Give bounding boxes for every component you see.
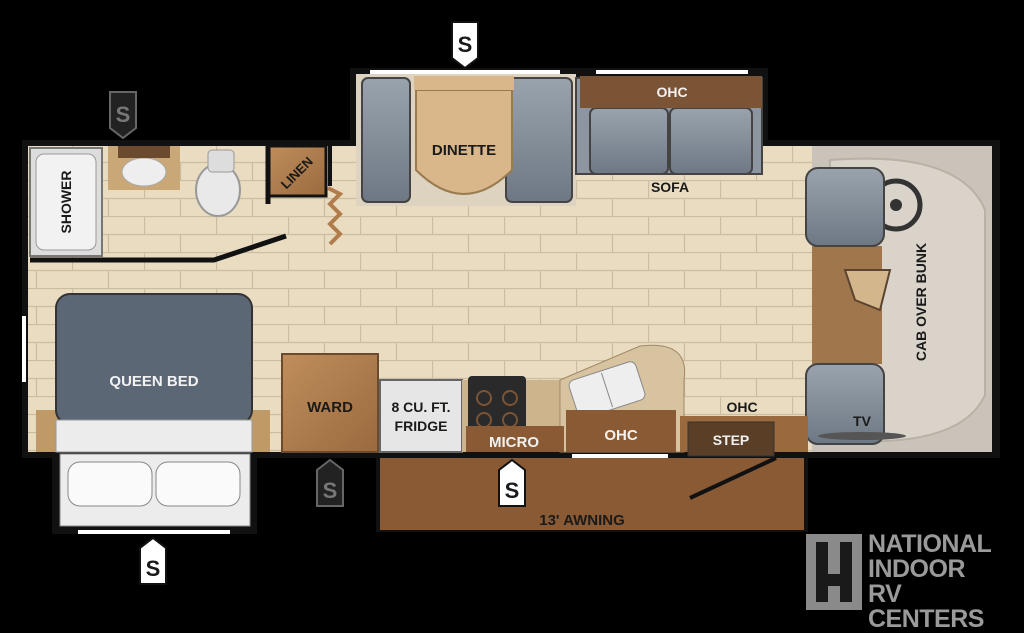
awning-label: 13' AWNING xyxy=(539,512,625,529)
svg-text:S: S xyxy=(505,478,520,503)
galley-sink-icon xyxy=(568,361,646,419)
national-indoor-rv-centers-logo: NATIONAL INDOOR RV CENTERS xyxy=(806,532,1016,632)
shower-label: SHOWER xyxy=(58,171,74,234)
slide-marker-bed: S xyxy=(139,536,167,585)
awning: 13' AWNING xyxy=(380,456,804,530)
dinette: DINETTE xyxy=(356,70,576,206)
fridge-label-2: FRIDGE xyxy=(395,418,448,434)
dinette-label: DINETTE xyxy=(432,142,496,159)
fridge-label-1: 8 CU. FT. xyxy=(391,399,450,415)
ohc-top-label: OHC xyxy=(656,84,687,100)
ohc-galley-label: OHC xyxy=(604,427,638,444)
queen-bed-label: QUEEN BED xyxy=(109,373,198,390)
logo-text: NATIONAL INDOOR RV CENTERS xyxy=(868,532,1016,632)
sofa-label: SOFA xyxy=(651,179,689,195)
ward-label: WARD xyxy=(307,399,353,416)
slide-marker-ward: S xyxy=(316,458,344,507)
ohc-top xyxy=(580,76,762,108)
sofa: OHC SOFA xyxy=(575,70,763,195)
pillow-right xyxy=(155,461,241,507)
entry-step xyxy=(687,421,775,457)
sink-icon xyxy=(121,157,167,187)
svg-text:S: S xyxy=(146,556,161,581)
bedroom: QUEEN BED xyxy=(22,293,270,534)
ohc-right-label: OHC xyxy=(726,399,757,415)
cab-area: TV CAB OVER BUNK xyxy=(805,146,992,452)
micro-label: MICRO xyxy=(489,434,539,451)
galley: WARD 8 CU. FT. FRIDGE MICRO OHC OHC STEP xyxy=(281,344,808,458)
cab-over-bunk-label: CAB OVER BUNK xyxy=(913,243,929,361)
fridge xyxy=(379,379,463,453)
slide-marker-top: S xyxy=(451,21,479,70)
logo-line-1: NATIONAL xyxy=(868,530,992,558)
slide-marker-bath: S xyxy=(109,91,137,140)
logo-mark-icon xyxy=(806,534,862,610)
bathroom: SHOWER LINEN xyxy=(28,144,344,263)
linen-closet xyxy=(266,144,328,198)
svg-text:S: S xyxy=(116,102,131,127)
pillow-left xyxy=(67,461,153,507)
logo-line-2: INDOOR xyxy=(868,555,966,583)
ohc-galley xyxy=(566,410,676,452)
driver-seat xyxy=(805,167,885,247)
wardrobe xyxy=(281,353,379,453)
tv-icon xyxy=(818,432,906,440)
slide-marker-galley: S xyxy=(498,458,526,507)
svg-text:S: S xyxy=(323,478,338,503)
passenger-seat xyxy=(805,363,885,445)
tv-label: TV xyxy=(853,413,872,429)
micro xyxy=(466,426,564,452)
stove xyxy=(468,376,526,434)
queen-bed xyxy=(55,293,253,425)
step-label: STEP xyxy=(713,432,750,448)
svg-text:S: S xyxy=(458,32,473,57)
